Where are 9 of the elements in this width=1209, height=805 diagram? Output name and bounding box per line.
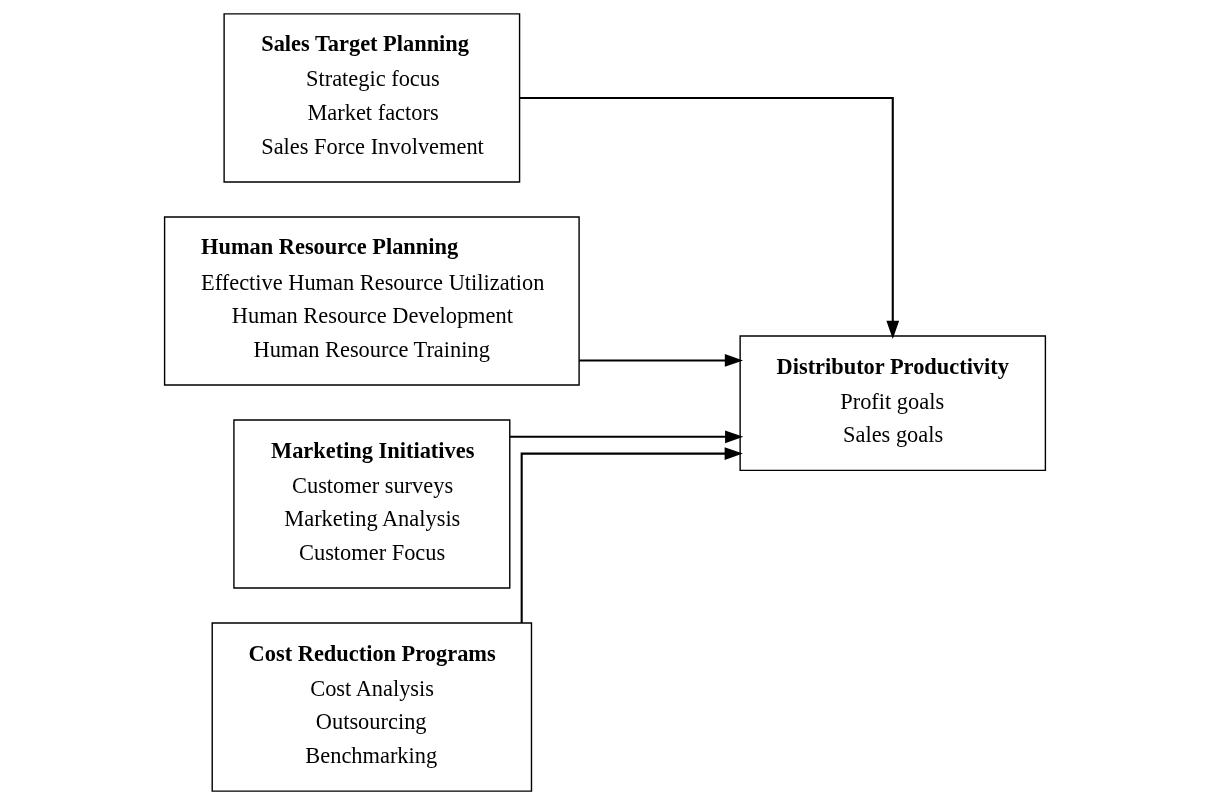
arrow <box>578 354 743 367</box>
arrow <box>509 430 743 444</box>
arrow <box>520 447 743 623</box>
node-box: Cost Reduction Programs Cost Analysis Outsourcing Benchmarking <box>211 622 532 792</box>
node-box: Sales Target Planning Strategic focus Market factors Sales Force Involvement <box>222 13 520 183</box>
node-box: Marketing Initiatives Customer surveys Marketing Analysis Customer Focus <box>232 419 510 589</box>
node-box: Distributor Productivity Profit goals Sales goals <box>738 335 1046 472</box>
node-box: Human Resource Planning Effective Human Resource Utilization Human Resource Development Human Resource Training <box>163 216 580 386</box>
arrow <box>519 96 899 339</box>
